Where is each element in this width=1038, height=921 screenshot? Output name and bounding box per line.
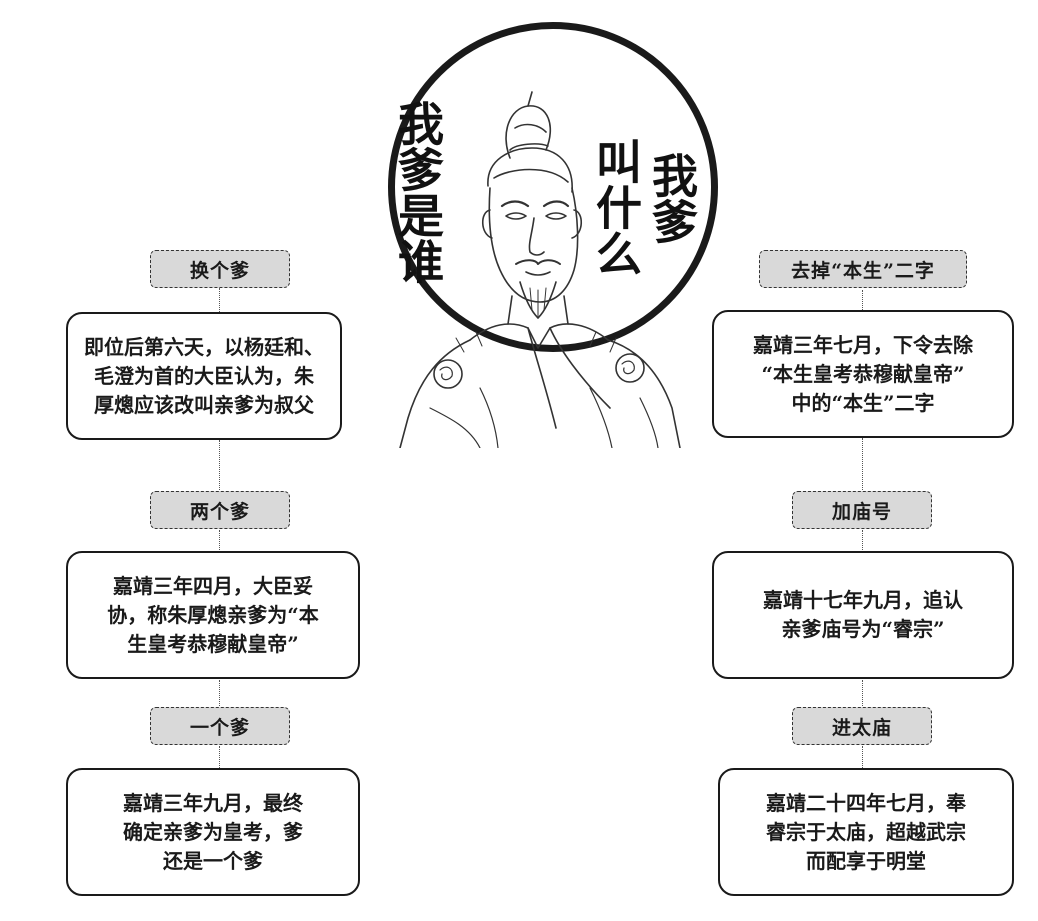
emperor-portrait-icon: [399, 91, 681, 448]
step-box-two-fathers: 嘉靖三年四月，大臣妥 协，称朱厚熜亲爹为“本 生皇考恭穆献皇帝”: [66, 551, 360, 679]
step-text: 嘉靖三年九月，最终 确定亲爹为皇考，爹 还是一个爹: [123, 790, 303, 873]
title-right-col1: 叫什么: [589, 138, 643, 276]
step-box-change-father: 即位后第六天，以杨廷和、 毛澄为首的大臣认为，朱 厚熜应该改叫亲爹为叔父: [66, 312, 342, 440]
connector-line: [219, 746, 220, 768]
connector-line: [219, 530, 220, 552]
connector-line: [862, 746, 863, 768]
step-tag-enter-temple: 进太庙: [792, 707, 932, 745]
step-tag-change-father: 换个爹: [150, 250, 290, 288]
step-box-enter-temple: 嘉靖二十四年七月，奉 睿宗于太庙，超越武宗 而配享于明堂: [718, 768, 1014, 896]
step-text: 嘉靖二十四年七月，奉 睿宗于太庙，超越武宗 而配享于明堂: [766, 790, 966, 873]
step-box-remove-bensheng: 嘉靖三年七月，下令去除 “本生皇考恭穆献皇帝” 中的“本生”二字: [712, 310, 1014, 438]
step-box-temple-name: 嘉靖十七年九月，追认 亲爹庙号为“睿宗”: [712, 551, 1014, 679]
step-text: 嘉靖三年四月，大臣妥 协，称朱厚熜亲爹为“本 生皇考恭穆献皇帝”: [107, 573, 319, 656]
connector-line: [862, 530, 863, 552]
title-ring: [388, 22, 718, 352]
connector-line: [219, 440, 220, 490]
step-tag-one-father: 一个爹: [150, 707, 290, 745]
step-box-one-father: 嘉靖三年九月，最终 确定亲爹为皇考，爹 还是一个爹: [66, 768, 360, 896]
step-text: 嘉靖三年七月，下令去除 “本生皇考恭穆献皇帝” 中的“本生”二字: [753, 332, 973, 415]
step-tag-two-fathers: 两个爹: [150, 491, 290, 529]
connector-line: [862, 290, 863, 310]
connector-line: [862, 680, 863, 706]
step-tag-temple-name: 加庙号: [792, 491, 932, 529]
title-right-col2: 我爹: [645, 152, 699, 244]
step-text: 嘉靖十七年九月，追认 亲爹庙号为“睿宗”: [763, 588, 963, 641]
title-left-vertical: 我爹是谁: [391, 100, 445, 284]
step-tag-remove-bensheng: 去掉“本生”二字: [759, 250, 967, 288]
connector-line: [862, 438, 863, 490]
connector-line: [219, 680, 220, 706]
connector-line: [219, 288, 220, 312]
step-text: 即位后第六天，以杨廷和、 毛澄为首的大臣认为，朱 厚熜应该改叫亲爹为叔父: [84, 334, 324, 417]
